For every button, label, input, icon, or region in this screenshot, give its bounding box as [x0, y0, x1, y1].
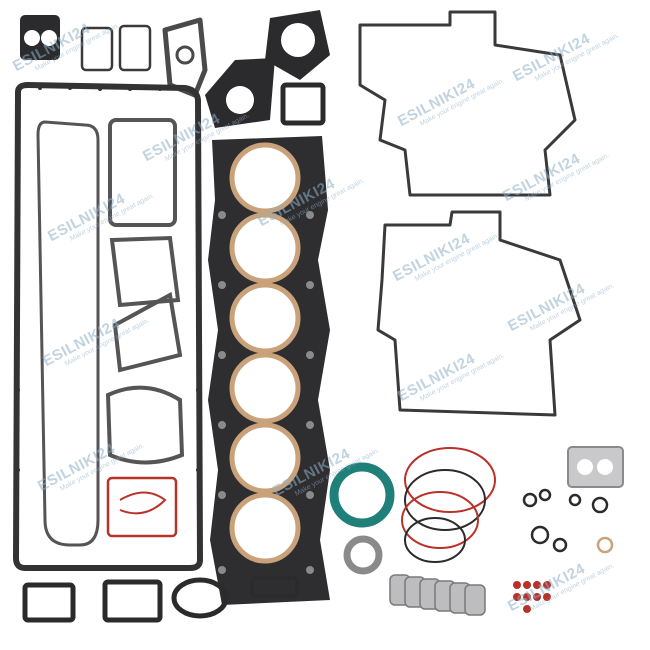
water-pump-gasket — [205, 58, 275, 128]
turbo-gasket-square — [567, 446, 624, 488]
valve-cover-gasket — [36, 120, 100, 547]
o-ring-set-red-black — [401, 447, 496, 563]
timing-cover-gasket-upper — [358, 10, 577, 197]
square-gasket — [280, 82, 326, 126]
cover-gasket-3 — [112, 291, 183, 373]
valve-stem-seals-red — [513, 581, 551, 613]
valve-stem-gasket-red-outline — [106, 476, 178, 538]
bottom-gasket-2 — [102, 579, 163, 623]
thermostat-gasket — [265, 10, 330, 80]
bottom-gasket-3 — [171, 577, 229, 619]
bottom-gasket-4 — [250, 576, 299, 598]
cover-gasket-1 — [108, 118, 177, 227]
small-gasket-thin-2 — [118, 24, 152, 72]
small-gasket-double-port — [20, 15, 60, 60]
small-gasket-angled — [162, 17, 208, 98]
oil-pan-gasket — [12, 81, 204, 571]
bottom-gasket-1 — [22, 582, 76, 623]
timing-cover-gasket-lower — [376, 210, 582, 417]
crankshaft-seal-teal — [329, 462, 395, 528]
cylinder-bores — [229, 142, 301, 564]
cover-gasket-2 — [109, 235, 181, 308]
small-o-rings — [522, 488, 614, 554]
cylinder-head-gasket — [208, 136, 330, 605]
front-cover-small-gasket — [105, 385, 185, 465]
small-gasket-thin-1 — [80, 26, 114, 72]
crankshaft-seal-metal — [343, 535, 383, 575]
exhaust-manifold-gaskets — [389, 574, 486, 616]
